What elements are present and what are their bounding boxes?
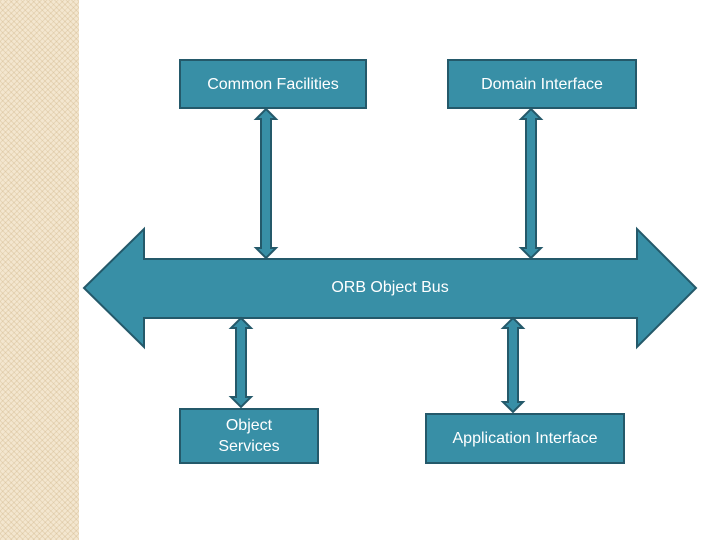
object-services-label: Object Services — [218, 417, 280, 455]
common-facilities-label: Common Facilities — [207, 75, 339, 93]
decorative-sidebar — [0, 0, 79, 540]
connector-common-facilities — [253, 107, 279, 260]
common-facilities-box: Common Facilities — [179, 59, 367, 109]
connector-domain-interface — [518, 107, 544, 260]
application-interface-label: Application Interface — [452, 430, 598, 447]
connector-object-services — [228, 316, 254, 409]
object-services-box: Object Services — [179, 408, 319, 464]
orb-bus-arrow — [82, 226, 698, 350]
orb-bus-label: ORB Object Bus — [331, 279, 449, 296]
application-interface-box: Application Interface — [425, 413, 625, 464]
domain-interface-label: Domain Interface — [481, 75, 603, 93]
domain-interface-box: Domain Interface — [447, 59, 637, 109]
connector-application-interface — [500, 316, 526, 414]
